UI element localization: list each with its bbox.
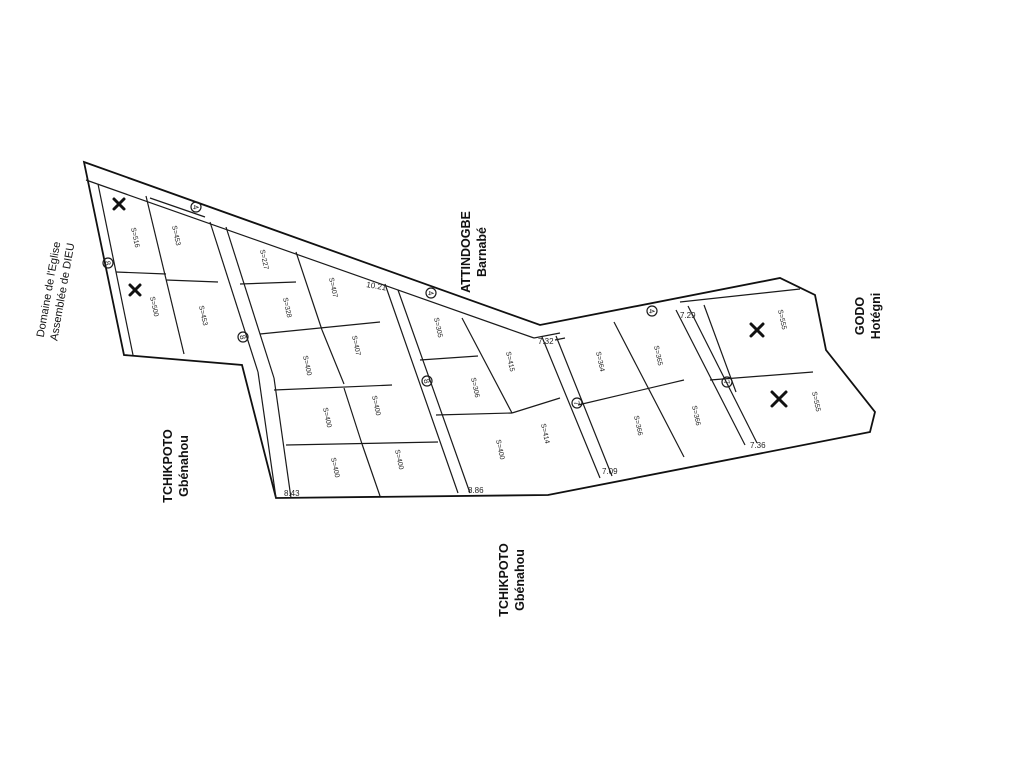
parcel-label: S=453 bbox=[170, 225, 181, 247]
x-mark-icon bbox=[128, 283, 142, 297]
parcel-label: S=555 bbox=[810, 391, 821, 413]
parcel-label: S=365 bbox=[652, 345, 663, 367]
parcel-label: S=306 bbox=[469, 377, 480, 399]
dimension-label: 7.32 bbox=[538, 337, 554, 346]
parcel-label: S=400 bbox=[321, 407, 332, 429]
parcel-labels: S=516 S=500 S=453 S=453 S=227 S=328 S=40… bbox=[129, 225, 821, 479]
road-label: 8 bbox=[238, 334, 248, 341]
dimension-label: 8.86 bbox=[468, 486, 484, 495]
neighbor-tchikpoto-bottom: TCHIKPOTO Gbénahou bbox=[497, 543, 527, 617]
svg-text:Gbénahou: Gbénahou bbox=[513, 549, 527, 611]
parcel-label: S=407 bbox=[327, 277, 338, 299]
svg-text:Gbénahou: Gbénahou bbox=[177, 435, 191, 497]
dimension-label: 8.43 bbox=[284, 489, 300, 498]
dimension-label: 7.09 bbox=[602, 467, 618, 476]
dimension-label: 7.29 bbox=[680, 311, 696, 320]
parcel-label: S=516 bbox=[129, 227, 140, 249]
parcel-label: S=227 bbox=[258, 249, 269, 271]
road-label: 4 bbox=[426, 290, 436, 297]
svg-text:ATTINDOGBE: ATTINDOGBE bbox=[459, 211, 473, 293]
svg-text:GODO: GODO bbox=[853, 297, 867, 335]
dimension-label: 7.36 bbox=[750, 441, 766, 450]
parcel-label: S=407 bbox=[350, 335, 361, 357]
parcel-label: S=305 bbox=[432, 317, 443, 339]
dimension-labels: 10.21 7.32 7.29 8.43 8.86 7.09 7.36 bbox=[284, 280, 766, 498]
road-width-labels: 8 8 8 4 4 7 7 4 bbox=[102, 201, 733, 409]
neighbor-godo: GODO Hotégni bbox=[853, 293, 883, 340]
road-lines bbox=[85, 179, 801, 499]
road-label: 8 bbox=[422, 378, 432, 385]
road-label: 7 bbox=[722, 379, 732, 386]
parcel-label: S=400 bbox=[494, 439, 505, 461]
neighbor-eglise: Domaine de l'Eglise Assemblée de DIEU bbox=[35, 241, 78, 342]
parcel-marks bbox=[112, 197, 788, 408]
neighbor-attindogbe: ATTINDOGBE Barnabé bbox=[459, 211, 489, 293]
road-label: 4 bbox=[647, 308, 657, 315]
parcel-label: S=400 bbox=[393, 449, 404, 471]
parcel-label: S=366 bbox=[632, 415, 643, 437]
svg-text:TCHIKPOTO: TCHIKPOTO bbox=[497, 543, 511, 617]
road-label: 8 bbox=[103, 260, 113, 267]
parcel-label: S=453 bbox=[197, 305, 208, 327]
parcel-label: S=555 bbox=[776, 309, 787, 331]
svg-text:Barnabé: Barnabé bbox=[475, 227, 489, 277]
road-label: 4 bbox=[191, 204, 201, 211]
lot-dividers bbox=[115, 195, 814, 497]
parcel-label: S=415 bbox=[504, 351, 515, 373]
parcel-label: S=328 bbox=[281, 297, 292, 319]
parcel-label: S=414 bbox=[539, 423, 550, 445]
svg-text:TCHIKPOTO: TCHIKPOTO bbox=[161, 429, 175, 503]
parcel-label: S=400 bbox=[329, 457, 340, 479]
x-mark-icon bbox=[770, 390, 788, 408]
plot-boundary bbox=[82, 160, 876, 499]
parcel-label: S=400 bbox=[301, 355, 312, 377]
svg-text:Hotégni: Hotégni bbox=[869, 293, 883, 340]
parcel-label: S=400 bbox=[370, 395, 381, 417]
parcel-label: S=500 bbox=[148, 296, 159, 318]
x-mark-icon bbox=[112, 197, 126, 211]
x-mark-icon bbox=[749, 322, 765, 338]
parcel-label: S=364 bbox=[594, 351, 605, 373]
dimension-label: 10.21 bbox=[366, 280, 388, 292]
parcel-label: S=366 bbox=[690, 405, 701, 427]
neighbor-tchikpoto-left: TCHIKPOTO Gbénahou bbox=[161, 429, 191, 503]
road-label: 7 bbox=[572, 400, 582, 407]
